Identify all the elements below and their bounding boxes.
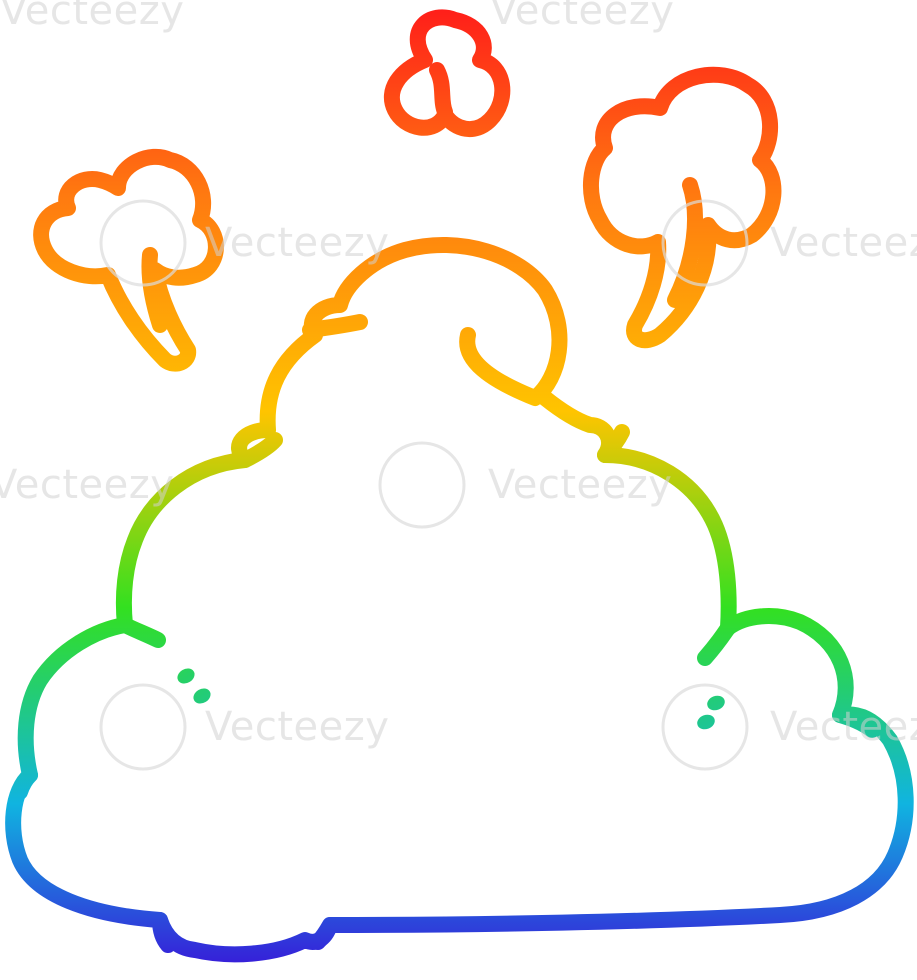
right-eye-dot-1 — [707, 695, 725, 711]
stink-cloud-left-detail — [141, 247, 168, 333]
poop-fold-5 — [697, 620, 736, 666]
right-eye-dot-2 — [697, 714, 715, 730]
poop-fold-2 — [237, 432, 283, 468]
watermark-layer — [99, 199, 749, 771]
watermark-logo-icon — [661, 683, 749, 771]
left-eye-dot-1 — [177, 668, 195, 684]
poop-fold-8 — [152, 912, 176, 953]
watermark-logo-icon — [99, 199, 187, 287]
watermark-logo-icon — [378, 441, 466, 529]
left-eye-dot-2 — [193, 688, 211, 704]
stink-cloud-right-detail — [667, 177, 703, 308]
poop-fold-1 — [302, 314, 368, 338]
poop-fold-6 — [832, 707, 880, 738]
poop-fold-9 — [310, 917, 338, 950]
poop-fold-7 — [12, 767, 38, 800]
stink-cloud-top-detail — [429, 62, 453, 120]
stink-cloud-top — [383, 9, 511, 137]
watermark-logo-icon — [99, 683, 187, 771]
poop-fold-3 — [597, 424, 630, 463]
poop-fold-4 — [117, 617, 166, 648]
stink-cloud-left — [33, 148, 224, 372]
watermark-logo-icon — [661, 199, 749, 287]
stink-cloud-right — [582, 66, 782, 349]
